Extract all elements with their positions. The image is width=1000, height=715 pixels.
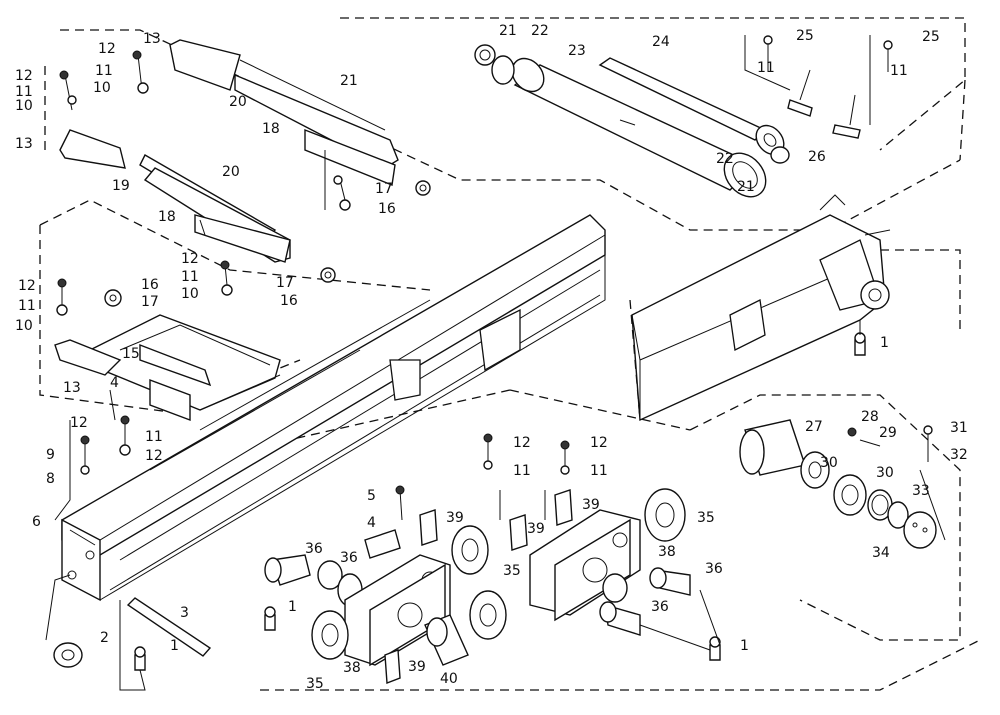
callout-28: 28 xyxy=(861,409,879,425)
callout-11-bracket: 11 xyxy=(95,63,113,79)
callout-36-b: 36 xyxy=(340,550,358,566)
callout-39-d: 39 xyxy=(408,659,426,675)
callout-13-left: 13 xyxy=(15,136,33,152)
callout-12-mid: 12 xyxy=(181,251,199,267)
upper-brackets xyxy=(59,39,399,263)
callout-11-top: 11 xyxy=(15,84,33,100)
callout-31: 31 xyxy=(950,420,968,436)
bolts-and-pins xyxy=(56,35,933,521)
callout-11-roller-b: 11 xyxy=(590,463,608,479)
callout-16-mid: 16 xyxy=(280,293,298,309)
callout-11-mid: 11 xyxy=(181,269,199,285)
callout-12-left: 12 xyxy=(18,278,36,294)
roller-assembly xyxy=(53,488,691,684)
callout-26: 26 xyxy=(808,149,826,165)
callout-38-left: 38 xyxy=(343,660,361,676)
callout-13-frame: 13 xyxy=(63,380,81,396)
callout-3: 3 xyxy=(180,605,189,621)
main-boom-beam xyxy=(61,214,606,602)
callout-35-mid: 35 xyxy=(503,563,521,579)
callout-4-frame: 4 xyxy=(110,375,119,391)
callout-10-left: 10 xyxy=(15,318,33,334)
callout-18-top: 18 xyxy=(262,121,280,137)
callout-11-frame: 11 xyxy=(145,429,163,445)
callout-25-a: 25 xyxy=(796,28,814,44)
callout-12-frame-a: 12 xyxy=(70,415,88,431)
callout-32: 32 xyxy=(950,447,968,463)
callout-11-left: 11 xyxy=(18,298,36,314)
callout-10-mid: 10 xyxy=(181,286,199,302)
callout-12-roller-a: 12 xyxy=(513,435,531,451)
callout-19: 19 xyxy=(112,178,130,194)
callout-21-tubes-right: 21 xyxy=(737,179,755,195)
callout-12-roller-b: 12 xyxy=(590,435,608,451)
callout-21-top: 21 xyxy=(340,73,358,89)
callout-30-a: 30 xyxy=(820,455,838,471)
callout-16-upper: 16 xyxy=(378,201,396,217)
callout-1-roller-left: 1 xyxy=(288,599,297,615)
callout-4-roller: 4 xyxy=(367,515,376,531)
callout-35-right: 35 xyxy=(697,510,715,526)
callout-15: 15 xyxy=(122,346,140,362)
callout-1-bottom-right: 1 xyxy=(740,638,749,654)
callout-11-tubes-a: 11 xyxy=(757,60,775,76)
callout-36-d: 36 xyxy=(651,599,669,615)
leader-lines xyxy=(45,35,946,691)
callout-23: 23 xyxy=(568,43,586,59)
callout-35-left: 35 xyxy=(306,676,324,692)
callout-16-left: 16 xyxy=(141,277,159,293)
callout-38-right: 38 xyxy=(658,544,676,560)
callout-5: 5 xyxy=(367,488,376,504)
callout-39-a: 39 xyxy=(446,510,464,526)
callout-12-frame-b: 12 xyxy=(145,448,163,464)
callout-2: 2 xyxy=(100,630,109,646)
callout-11-roller-a: 11 xyxy=(513,463,531,479)
grease-fittings xyxy=(134,332,866,671)
callout-36-c: 36 xyxy=(705,561,723,577)
callout-39-b: 39 xyxy=(527,521,545,537)
callout-17-mid: 17 xyxy=(276,275,294,291)
callout-9: 9 xyxy=(46,447,55,463)
callout-20-mid: 20 xyxy=(222,164,240,180)
callout-18-mid: 18 xyxy=(158,209,176,225)
callout-10-bracket: 10 xyxy=(93,80,111,96)
callout-29: 29 xyxy=(879,425,897,441)
callout-30-b: 30 xyxy=(876,465,894,481)
callout-labels: 1 1 1 1 2 3 4 4 5 6 8 9 10 10 10 10 11 1… xyxy=(15,23,968,692)
callout-12-bracket: 12 xyxy=(98,41,116,57)
callout-39-c: 39 xyxy=(582,497,600,513)
callout-12-top: 12 xyxy=(15,68,33,84)
callout-6: 6 xyxy=(32,514,41,530)
callout-27: 27 xyxy=(805,419,823,435)
callout-22-right: 22 xyxy=(716,151,734,167)
callout-8: 8 xyxy=(46,471,55,487)
callout-36-a: 36 xyxy=(305,541,323,557)
callout-33: 33 xyxy=(912,483,930,499)
callout-11-tubes-b: 11 xyxy=(890,63,908,79)
callout-24: 24 xyxy=(652,34,670,50)
callout-17-left: 17 xyxy=(141,294,159,310)
callout-1-rod: 1 xyxy=(170,638,179,654)
callout-34: 34 xyxy=(872,545,890,561)
boom-end-section xyxy=(631,194,891,422)
callout-40: 40 xyxy=(440,671,458,687)
pivot-assembly xyxy=(739,419,937,549)
callout-17-upper: 17 xyxy=(375,181,393,197)
support-frame xyxy=(54,314,281,422)
callout-25-b: 25 xyxy=(922,29,940,45)
callout-1-right: 1 xyxy=(880,335,889,351)
callout-13-top: 13 xyxy=(143,31,161,47)
callout-10-top: 10 xyxy=(15,98,33,114)
callout-20-top: 20 xyxy=(229,94,247,110)
callout-22-top: 22 xyxy=(531,23,549,39)
callout-21-tubes: 21 xyxy=(499,23,517,39)
tubes-group xyxy=(474,44,790,198)
